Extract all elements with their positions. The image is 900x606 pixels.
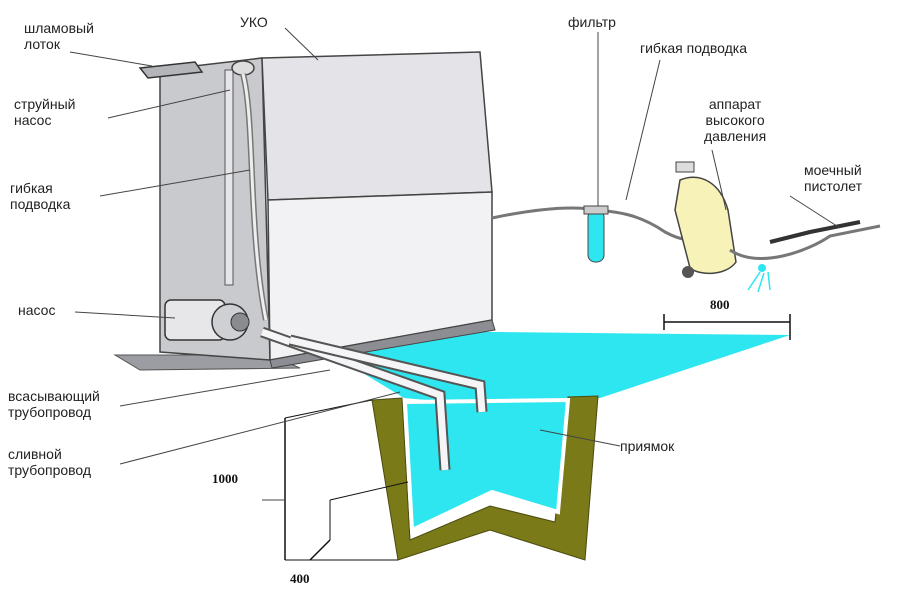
label-flexible-hose-right: гибкая подводка — [640, 40, 748, 56]
leader-lines — [69, 27, 841, 501]
dim-800: 800 — [710, 297, 730, 312]
label-sludge-tray: шламовый лоток — [24, 20, 94, 53]
jet-pump-head — [231, 60, 255, 76]
label-spray-gun: моечный пистолет — [804, 162, 863, 195]
sludge-tray — [138, 61, 204, 79]
label-jet-pump: струйный насос — [14, 96, 76, 129]
label-sump: приямок — [620, 438, 675, 454]
dim-400: 400 — [290, 571, 310, 586]
gun-hose — [729, 224, 881, 260]
tank-front-top — [261, 51, 493, 201]
label-high-pressure-unit: аппарат высокого давления — [704, 96, 767, 145]
high-pressure-unit — [674, 176, 737, 275]
hose-line — [491, 206, 701, 241]
label-suction-pipe: всасывающий трубопровод — [8, 388, 100, 421]
pit-soil — [371, 395, 599, 561]
jet-pump-pipe — [224, 69, 234, 286]
spray-gun — [769, 220, 861, 244]
spray-nozzle — [758, 264, 766, 272]
label-filter: фильтр — [568, 14, 616, 30]
label-drain-pipe: сливной трубопровод — [8, 446, 92, 479]
label-flexible-hose-left: гибкая подводка — [10, 180, 71, 213]
label-pump: насос — [18, 302, 56, 318]
label-uko: УКО — [240, 14, 268, 30]
dim-1000: 1000 — [212, 471, 238, 486]
filter — [587, 209, 605, 263]
